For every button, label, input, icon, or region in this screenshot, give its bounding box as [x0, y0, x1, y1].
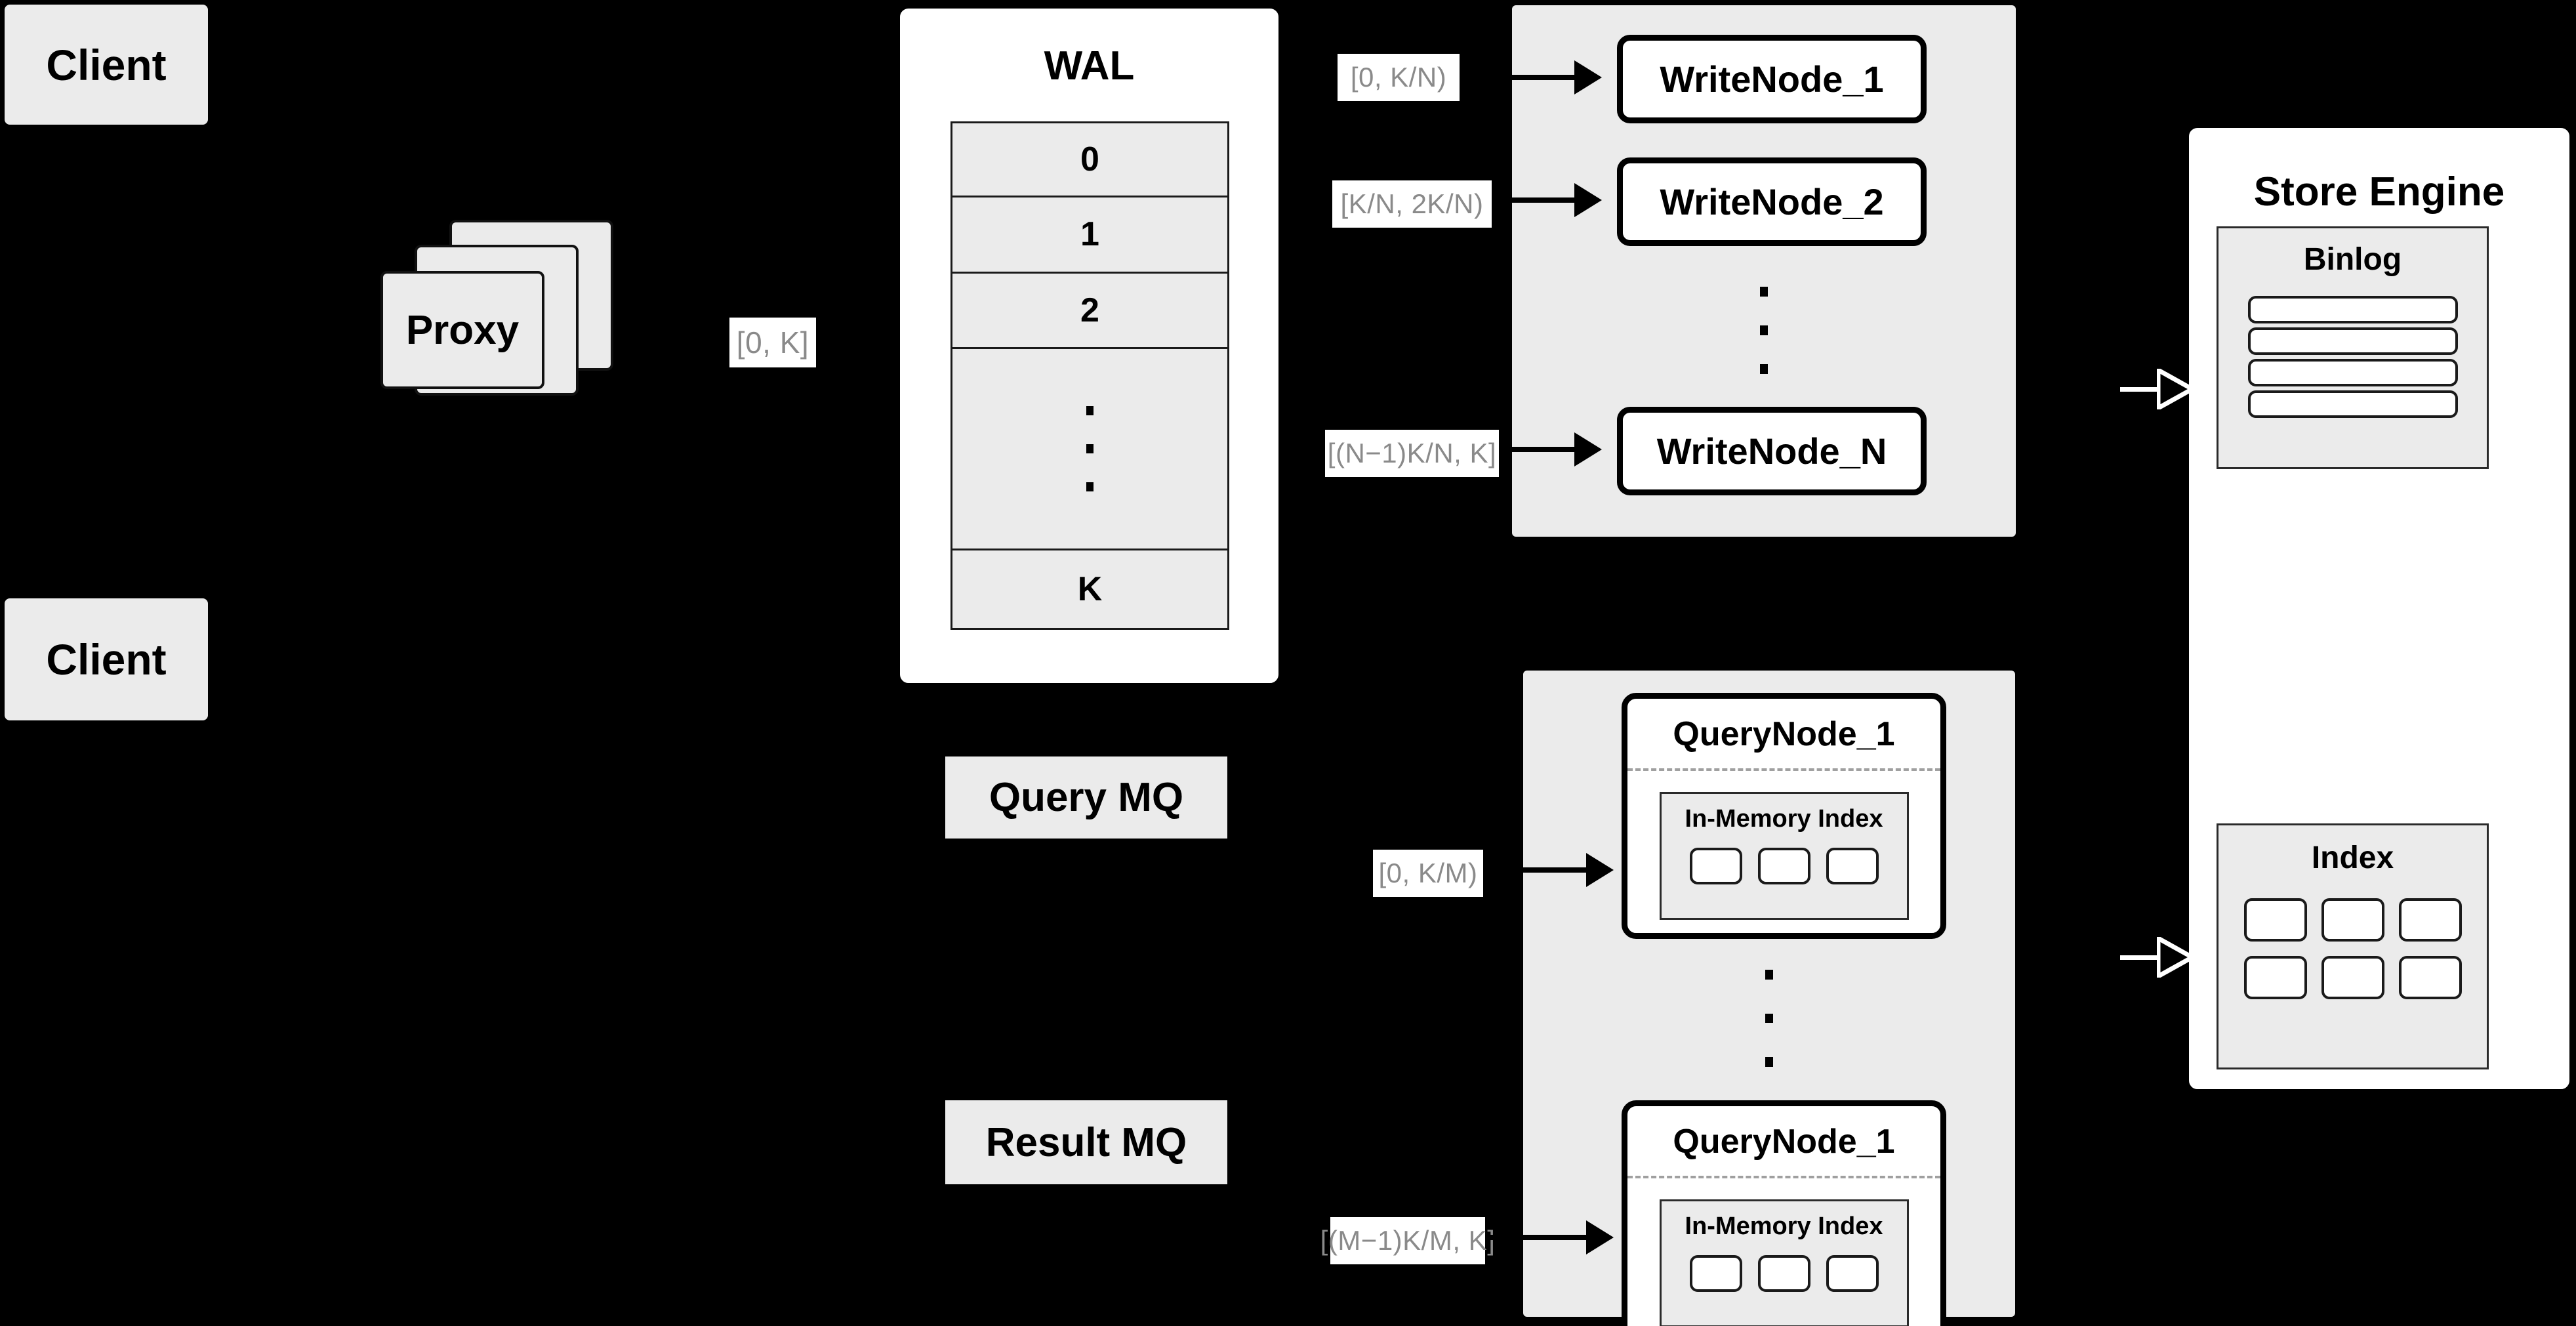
query-node-divider [1627, 768, 1940, 771]
write-node-label: WriteNode_1 [1660, 58, 1884, 100]
client-box-1[interactable]: Client [5, 5, 208, 125]
index-slot [2321, 898, 2384, 942]
query-mq-box[interactable]: Query MQ [945, 756, 1227, 839]
client-label: Client [46, 40, 167, 89]
query-node-title: QueryNode_1 [1673, 715, 1895, 753]
proxy-stack[interactable]: Proxy [380, 220, 669, 430]
arrow-line-write-node-2 [1496, 197, 1578, 203]
query-mq-label: Query MQ [989, 775, 1184, 820]
write-node-1[interactable]: WriteNode_1 [1617, 35, 1927, 123]
index-slot [1757, 848, 1810, 884]
query-node-cluster: QueryNode_1 In-Memory Index [1523, 671, 2015, 1326]
arrow-line-query-node-1 [1488, 867, 1589, 873]
edge-label-write-node-1: [0, K/N) [1338, 54, 1460, 101]
arrow-head-query-node-1 [1586, 853, 1614, 887]
write-node-label: WriteNode_N [1656, 430, 1887, 472]
index-slot [1689, 1255, 1742, 1292]
edge-label-query-node-m: [(M−1)K/M, K] [1320, 1217, 1495, 1264]
query-node-title: QueryNode_1 [1673, 1123, 1895, 1161]
store-engine-panel: Store Engine Binlog Index [2186, 125, 2573, 1092]
index-section: Index [2217, 823, 2489, 1069]
binlog-slot [2247, 390, 2458, 418]
binlog-title: Binlog [2303, 242, 2402, 277]
wal-row: 1 [952, 197, 1227, 274]
arrow-line-to-index [2120, 955, 2161, 960]
edge-label-query-node-1: [0, K/M) [1373, 850, 1483, 897]
write-node-2[interactable]: WriteNode_2 [1617, 157, 1927, 246]
edge-label-proxy-to-wal: [0, K] [729, 318, 816, 367]
query-node-1[interactable]: QueryNode_1 In-Memory Index [1622, 693, 1946, 939]
result-mq-box[interactable]: Result MQ [945, 1100, 1227, 1184]
write-node-n[interactable]: WriteNode_N [1617, 407, 1927, 495]
wal-row-ellipsis [952, 349, 1227, 551]
result-mq-label: Result MQ [985, 1119, 1187, 1165]
arrow-head-write-node-1 [1574, 60, 1602, 94]
edge-label-text: [0, K] [736, 325, 809, 360]
wal-title: WAL [1044, 43, 1135, 89]
wal-panel: WAL 0 1 2 K [897, 5, 1282, 686]
arrow-head-to-index [2156, 934, 2198, 980]
binlog-section: Binlog [2217, 226, 2489, 469]
in-memory-index-section: In-Memory Index [1659, 792, 1909, 920]
index-slot [2321, 956, 2384, 999]
arrow-line-query-node-m [1488, 1235, 1589, 1240]
wal-row: K [952, 550, 1227, 629]
proxy-label: Proxy [405, 307, 520, 353]
index-slot [1826, 1255, 1879, 1292]
arrow-head-write-node-n [1574, 432, 1602, 466]
index-slot [1826, 848, 1879, 884]
index-title: Index [2311, 840, 2394, 875]
query-node-divider [1627, 1176, 1940, 1178]
query-node-m[interactable]: QueryNode_1 In-Memory Index [1622, 1100, 1946, 1326]
write-node-label: WriteNode_2 [1660, 181, 1884, 222]
proxy-card-front[interactable]: Proxy [380, 271, 544, 389]
in-memory-index-title: In-Memory Index [1685, 805, 1883, 833]
index-slot [2398, 898, 2462, 942]
edge-label-write-node-2: [K/N, 2K/N) [1332, 180, 1492, 228]
index-slot [2243, 898, 2307, 942]
binlog-slot [2247, 327, 2458, 355]
wal-row: 2 [952, 273, 1227, 350]
arrow-head-query-node-m [1586, 1220, 1614, 1254]
arrow-head-write-node-2 [1574, 183, 1602, 217]
query-node-ellipsis [1523, 953, 2015, 1084]
wal-table: 0 1 2 K [951, 121, 1229, 630]
binlog-slot [2247, 296, 2458, 323]
index-slot [2243, 956, 2307, 999]
index-slot [1757, 1255, 1810, 1292]
arrow-head-to-binlog [2156, 366, 2198, 412]
in-memory-index-title: In-Memory Index [1685, 1212, 1883, 1240]
arrow-line-to-binlog [2120, 387, 2161, 392]
binlog-slot [2247, 359, 2458, 386]
edge-label-write-node-n: [(N−1)K/N, K] [1325, 430, 1499, 477]
client-box-2[interactable]: Client [5, 598, 208, 720]
client-label: Client [46, 635, 167, 684]
wal-row: 0 [952, 123, 1227, 197]
in-memory-index-section: In-Memory Index [1659, 1199, 1909, 1326]
arrow-line-write-node-1 [1467, 75, 1578, 80]
index-slot [1689, 848, 1742, 884]
index-slot [2398, 956, 2462, 999]
write-node-ellipsis [1512, 271, 2016, 389]
arrow-line-write-node-n [1501, 447, 1578, 452]
store-engine-title: Store Engine [2253, 169, 2505, 215]
